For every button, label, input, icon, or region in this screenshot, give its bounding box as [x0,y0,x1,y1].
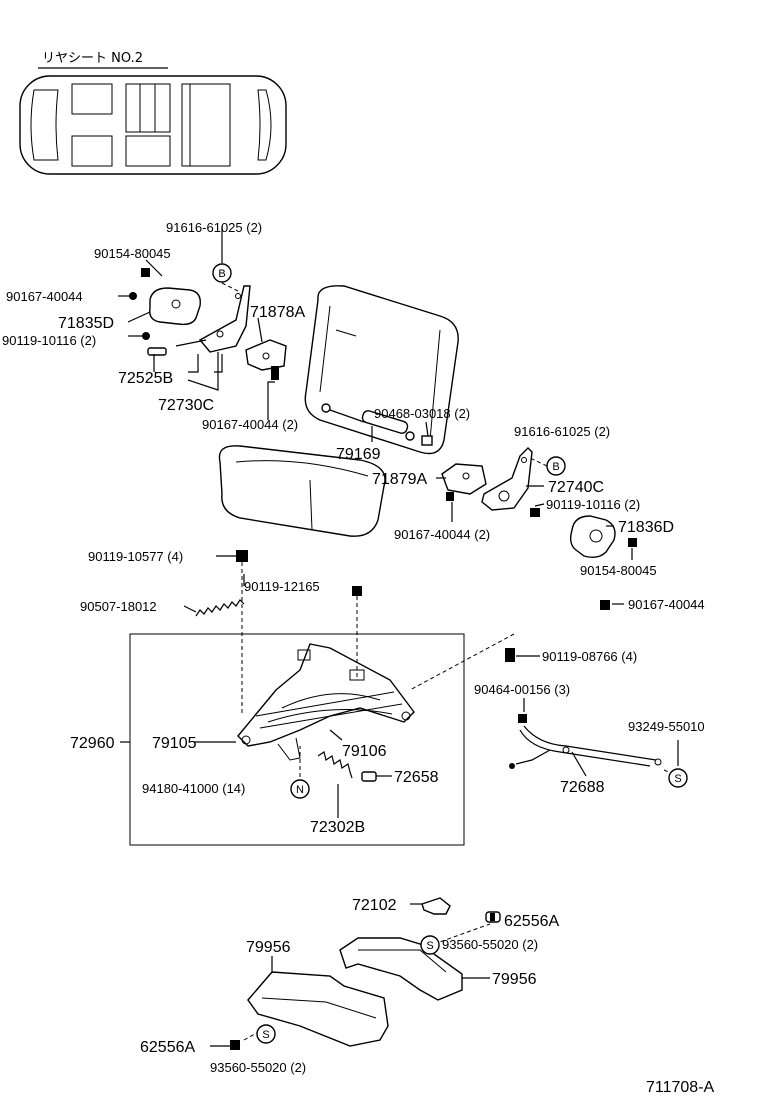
label-79105: 79105 [152,735,197,752]
bolt-90167-40044-right-a [446,492,454,501]
clip-62556A-right [485,911,501,923]
seat-track-frame [237,643,415,761]
label-90167-40044-right: 90167-40044 [628,597,705,612]
cover-79956-left [247,971,389,1047]
label-72525B: 72525B [118,370,173,387]
seat-cushion [218,445,386,537]
label-72688: 72688 [560,779,605,796]
label-90119-10577: 90119-10577 (4) [88,549,183,564]
screw-90154-80045-top [141,268,150,277]
seat-back [304,285,459,455]
label-90167-40044-2-mid: 90167-40044 (2) [202,417,298,432]
bolt-90119-12165 [352,586,362,596]
figure-id: 711708-A [646,1079,715,1096]
pin-72525B [147,347,167,356]
spring-72302B [317,751,353,779]
label-90507-18012: 90507-18012 [80,599,157,614]
recliner-cover-left [149,287,201,326]
label-72730C: 72730C [158,397,214,414]
label-90119-10116-left: 90119-10116 (2) [2,333,96,348]
marker-n: N [290,779,310,799]
marker-b-right: B [546,456,566,476]
label-93560-55020-right: 93560-55020 (2) [442,937,538,952]
label-72302B: 72302B [310,819,365,836]
release-cable-72688 [509,725,662,769]
label-90119-08766: 90119-08766 (4) [542,649,637,664]
vehicle-top-view [19,75,287,175]
label-62556A-left: 62556A [140,1039,195,1056]
label-71835D: 71835D [58,315,114,332]
label-62556A-right: 62556A [504,913,559,930]
clip-90468-03018 [421,435,433,446]
marker-s-bottom: S [256,1024,276,1044]
cap-72658 [361,771,377,782]
clip-62556A-left [230,1040,240,1050]
svg-text:B: B [552,461,559,473]
clamp-90464-00156 [518,714,527,723]
screw-90154-80045-right [628,538,637,547]
bolt-90119-10577 [236,550,248,562]
svg-text:S: S [674,773,681,785]
hinge-bracket-71878A [245,339,287,371]
label-79956-left: 79956 [246,939,291,956]
label-71836D: 71836D [618,519,674,536]
seat-track-assembly-box [129,633,465,846]
diagram-title: リヤシート NO.2 [42,51,143,66]
label-71878A: 71878A [250,304,305,321]
bolt-90119-08766 [505,648,515,662]
hook-72102 [421,897,451,915]
label-90167-40044-top: 90167-40044 [6,289,83,304]
recliner-hinge-left [175,285,251,353]
label-72740C: 72740C [548,479,604,496]
bolt-90167-40044-top [122,292,137,300]
hinge-bracket-71879A [441,463,487,495]
label-79106: 79106 [342,743,387,760]
gas-spring-79169 [321,403,415,441]
label-91616-61025-top: 91616-61025 (2) [166,220,262,235]
label-90119-12165: 90119-12165 [244,579,320,594]
label-90119-10116-right: 90119-10116 (2) [546,497,640,512]
bolt-90167-40044-right-b [600,600,610,610]
bolt-90119-10116-right [530,508,540,517]
label-72102: 72102 [352,897,397,914]
marker-s-right: S [420,935,440,955]
svg-text:B: B [218,268,225,280]
bolt-90119-10116-left [136,332,150,340]
bolt-90167-40044-mid [271,366,279,380]
marker-b-top: B [212,263,232,283]
svg-text:N: N [296,784,304,796]
label-90167-40044-2-right: 90167-40044 (2) [394,527,490,542]
label-94180-41000: 94180-41000 (14) [142,781,245,796]
svg-text:S: S [426,940,433,952]
label-72658: 72658 [394,769,439,786]
label-90468-03018: 90468-03018 (2) [374,406,470,421]
label-91616-61025-right: 91616-61025 (2) [514,424,610,439]
label-72960: 72960 [70,735,115,752]
recliner-hinge-right [481,447,533,511]
marker-s-cable: S [668,768,688,788]
label-93249-55010: 93249-55010 [628,719,705,734]
spring-90507-18012 [195,599,245,617]
label-90154-80045-right: 90154-80045 [580,563,657,578]
svg-text:S: S [262,1029,269,1041]
part-labels: 91616-61025 (2) 90154-80045 90167-40044 … [2,220,715,1096]
label-93560-55020-bottom: 93560-55020 (2) [210,1060,306,1075]
label-71879A: 71879A [372,471,427,488]
label-79956-right: 79956 [492,971,537,988]
label-79169: 79169 [336,446,381,463]
label-90464-00156: 90464-00156 (3) [474,682,570,697]
label-90154-80045-top: 90154-80045 [94,246,171,261]
recliner-cover-right [569,515,616,559]
